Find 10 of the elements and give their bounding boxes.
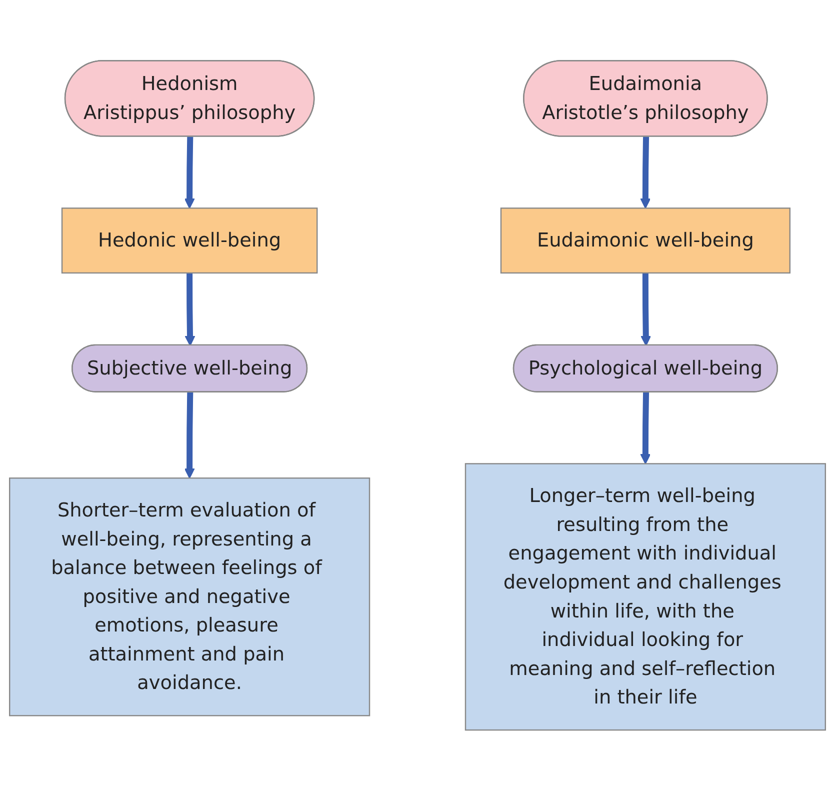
node-box: Shorter–term evaluation of well-being, representing a balance between feelings of positive and negative emotions, pleasure attainment and pain avoidance. [9, 477, 370, 716]
node-box: Eudaimonic well-being [500, 207, 790, 274]
arrow [640, 136, 651, 208]
node-box: Hedonic well-being [61, 207, 318, 274]
arrow [640, 272, 652, 346]
node-box: Longer–term well-being resulting from the engagement with individual development and challenges within life, with the individual looking for meaning and self–reflection in their life [464, 462, 826, 730]
arrow [184, 136, 195, 208]
arrow [640, 392, 651, 464]
arrow [184, 392, 195, 478]
arrow [184, 272, 196, 346]
